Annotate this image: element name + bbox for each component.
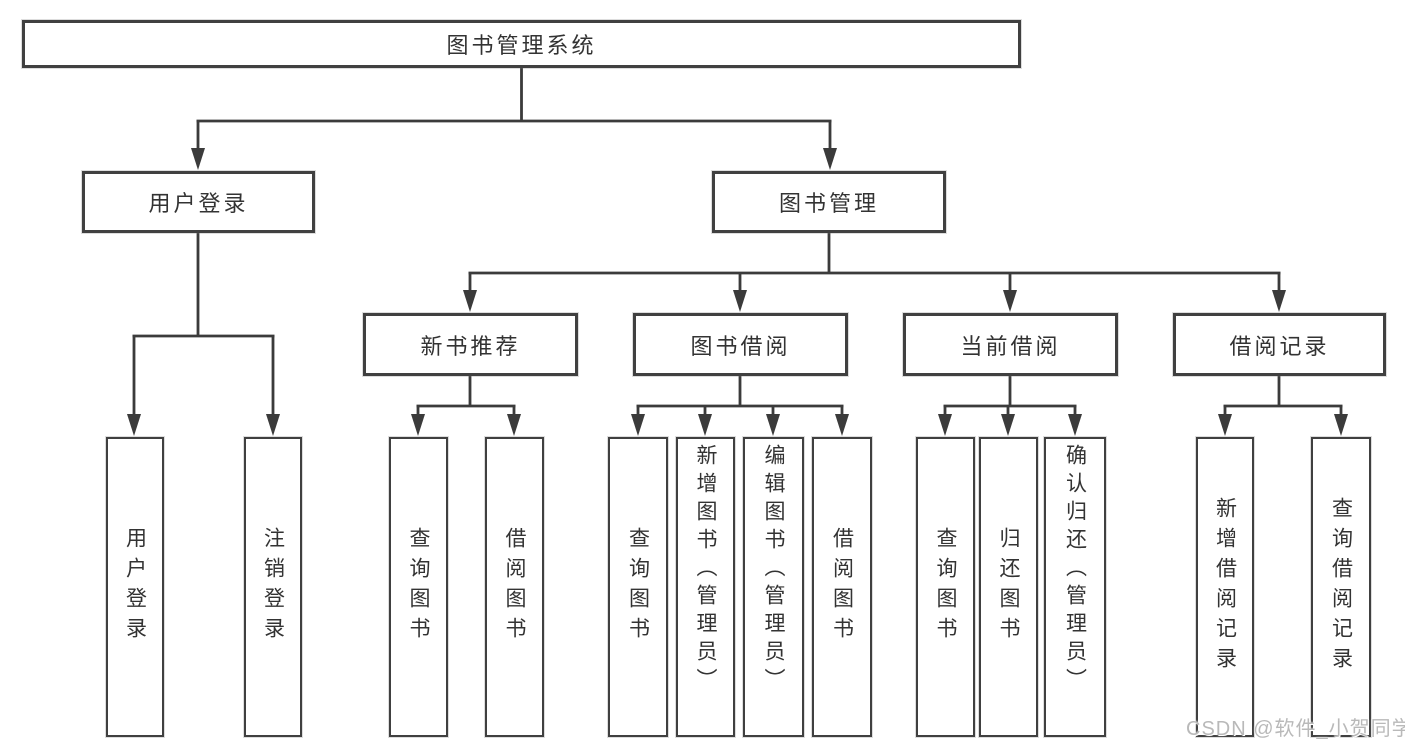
connector-user-login-to-leaves — [132, 233, 275, 418]
connector-current-borrow-to-leaves — [943, 376, 1077, 418]
node-label: 注销登录 — [261, 527, 285, 647]
node-label: 编辑图书（管理员） — [762, 444, 785, 696]
arrowhead — [463, 290, 477, 312]
arrowhead — [698, 414, 712, 436]
node-label: 查询图书 — [626, 527, 650, 647]
arrowhead — [1272, 290, 1286, 312]
arrowhead — [266, 414, 280, 436]
node-new-book-recommend: 新书推荐 — [363, 313, 578, 376]
node-label: 归还图书 — [997, 527, 1020, 647]
node-book-management: 图书管理 — [712, 171, 946, 233]
node-leaf-user-login: 用户登录 — [106, 437, 164, 737]
connector-new-book-recommend-to-leaves — [416, 376, 516, 418]
node-label: 新增图书（管理员） — [694, 444, 717, 696]
node-label: 借阅图书 — [503, 527, 526, 647]
node-leaf-query-borrow-record: 查询借阅记录 — [1311, 437, 1371, 737]
csdn-watermark: CSDN @软件_小贺同学 — [1186, 718, 1405, 740]
node-leaf-query-books-current: 查询图书 — [916, 437, 975, 737]
node-label: 新增借阅记录 — [1213, 497, 1237, 677]
node-label: 图书借阅 — [690, 333, 791, 359]
node-label: 查询图书 — [934, 527, 957, 647]
node-label: 用户登录 — [148, 191, 249, 216]
arrowhead — [1334, 414, 1348, 436]
arrowhead — [127, 414, 141, 436]
node-leaf-add-books-admin: 新增图书（管理员） — [676, 437, 735, 737]
node-leaf-logout-login: 注销登录 — [244, 437, 302, 737]
arrowhead — [1001, 414, 1015, 436]
arrowhead — [191, 148, 205, 170]
node-label: 图书管理 — [778, 191, 879, 216]
node-label: 确认归还（管理员） — [1063, 444, 1087, 696]
connector-book-borrow-to-leaves — [636, 376, 844, 418]
node-root: 图书管理系统 — [22, 20, 1021, 68]
arrowhead — [835, 414, 849, 436]
node-leaf-return-books: 归还图书 — [979, 437, 1038, 737]
arrowhead — [938, 414, 952, 436]
node-label: 查询借阅记录 — [1329, 497, 1353, 677]
node-leaf-add-borrow-record: 新增借阅记录 — [1196, 437, 1254, 737]
node-leaf-borrow-books: 借阅图书 — [812, 437, 872, 737]
arrowhead — [631, 414, 645, 436]
node-label: 查询图书 — [407, 527, 430, 647]
node-label: 当前借阅 — [960, 333, 1061, 359]
node-leaf-query-books-recommend: 查询图书 — [389, 437, 448, 737]
node-leaf-query-books-borrow: 查询图书 — [608, 437, 668, 737]
arrowhead — [823, 148, 837, 170]
connector-book-management-to-level3 — [468, 233, 1281, 294]
node-book-borrow: 图书借阅 — [633, 313, 848, 376]
arrowhead — [411, 414, 425, 436]
arrowheads — [127, 148, 1348, 436]
arrowhead — [766, 414, 780, 436]
node-label: 用户登录 — [123, 527, 147, 647]
node-label: 图书管理系统 — [446, 33, 597, 58]
node-leaf-borrow-books-recommend: 借阅图书 — [485, 437, 544, 737]
connector-borrow-records-to-leaves — [1223, 376, 1343, 418]
arrowhead — [1003, 290, 1017, 312]
connector-root-to-level2 — [196, 68, 832, 152]
arrowhead — [1218, 414, 1232, 436]
node-leaf-edit-books-admin: 编辑图书（管理员） — [743, 437, 804, 737]
node-user-login: 用户登录 — [82, 171, 315, 233]
arrowhead — [733, 290, 747, 312]
node-label: 借阅图书 — [830, 527, 854, 647]
arrowhead — [507, 414, 521, 436]
node-label: 新书推荐 — [420, 333, 521, 359]
node-current-borrow: 当前借阅 — [903, 313, 1118, 376]
node-label: 借阅记录 — [1229, 333, 1330, 359]
arrowhead — [1068, 414, 1082, 436]
node-leaf-confirm-return-admin: 确认归还（管理员） — [1044, 437, 1106, 737]
node-borrow-records: 借阅记录 — [1173, 313, 1386, 376]
